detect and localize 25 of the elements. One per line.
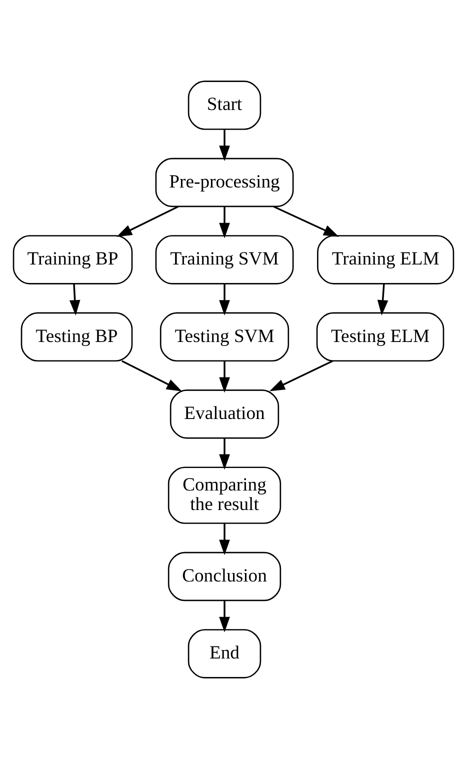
node-box: End	[188, 628, 262, 678]
arrow	[269, 360, 334, 391]
node-box: Pre-processing	[155, 157, 294, 207]
arrow	[377, 283, 388, 316]
node-box: Evaluation	[170, 388, 280, 438]
node-box: Training SVM	[155, 234, 294, 284]
arrow	[219, 600, 230, 632]
node-box: Training ELM	[317, 234, 454, 284]
arrow	[116, 205, 179, 236]
arrow	[219, 206, 230, 238]
arrow	[122, 360, 182, 391]
node-box: Start	[188, 80, 262, 130]
arrow	[273, 205, 340, 236]
node-box: Comparing the result	[168, 466, 282, 524]
node-box: Testing BP	[20, 312, 133, 362]
arrow	[219, 360, 230, 392]
arrow	[69, 283, 80, 316]
arrow	[219, 128, 230, 161]
arrow	[219, 438, 230, 470]
node-box: Conclusion	[168, 551, 282, 601]
node-box: Testing SVM	[160, 312, 290, 362]
node-box: Testing ELM	[316, 312, 444, 362]
arrow	[219, 523, 230, 555]
arrow	[219, 283, 230, 316]
node-box: Training BP	[12, 234, 133, 284]
